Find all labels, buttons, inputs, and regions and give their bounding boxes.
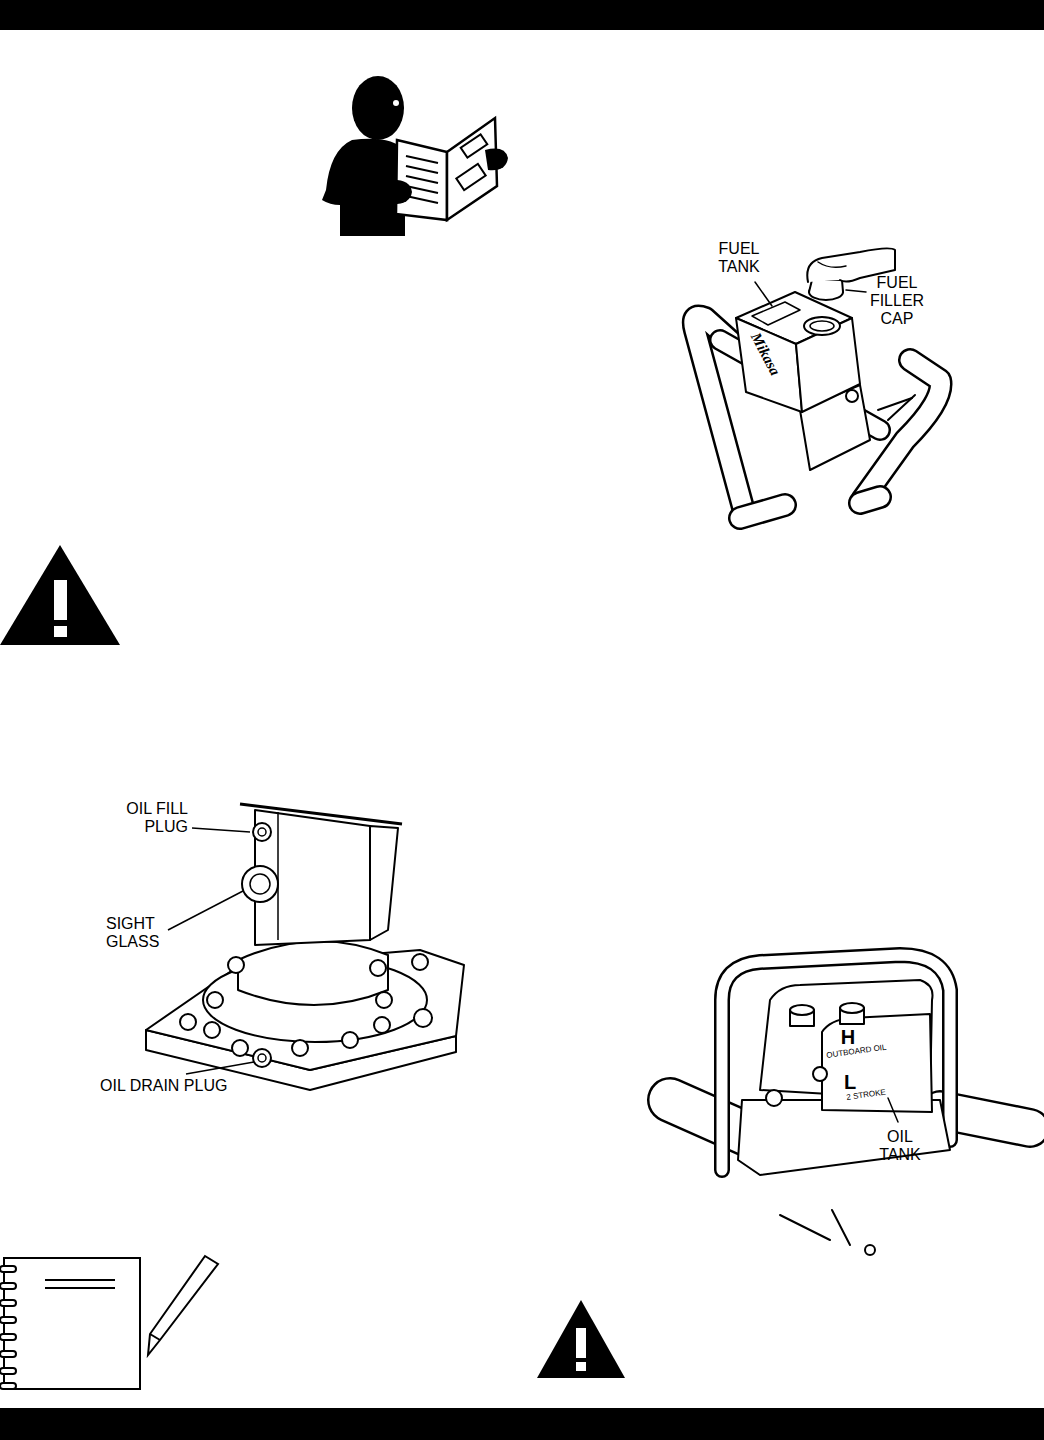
tank-text: 2 STROKE (846, 1083, 926, 1103)
footer-bar (0, 1408, 1044, 1440)
leader-line (888, 1098, 898, 1122)
part-label: OIL DRAIN PLUG (100, 1077, 260, 1095)
leader-line (192, 828, 250, 832)
level-mark: H (836, 1026, 860, 1048)
header-bar (0, 0, 1044, 30)
leader-line (168, 891, 243, 930)
oil-tank-illustration (670, 955, 1030, 1255)
part-label: FUEL FILLER CAP (864, 274, 930, 328)
leader-line (755, 282, 772, 306)
reader-icon (322, 76, 508, 236)
leader-line (846, 290, 866, 292)
part-label: SIGHT GLASS (106, 915, 170, 951)
level-mark: L (838, 1071, 862, 1093)
leader-line (186, 1062, 254, 1074)
warning-symbol (537, 1300, 625, 1378)
part-label: OIL TANK (872, 1128, 928, 1164)
notes-icon (0, 1256, 218, 1389)
part-label: OIL FILL PLUG (112, 800, 188, 836)
part-label: FUEL TANK (712, 240, 766, 276)
rammer-foot-illustration (146, 804, 464, 1090)
warning-symbol (0, 545, 120, 645)
fuel-tank-illustration (694, 248, 941, 518)
brand-logo: Mikasa (747, 330, 799, 409)
